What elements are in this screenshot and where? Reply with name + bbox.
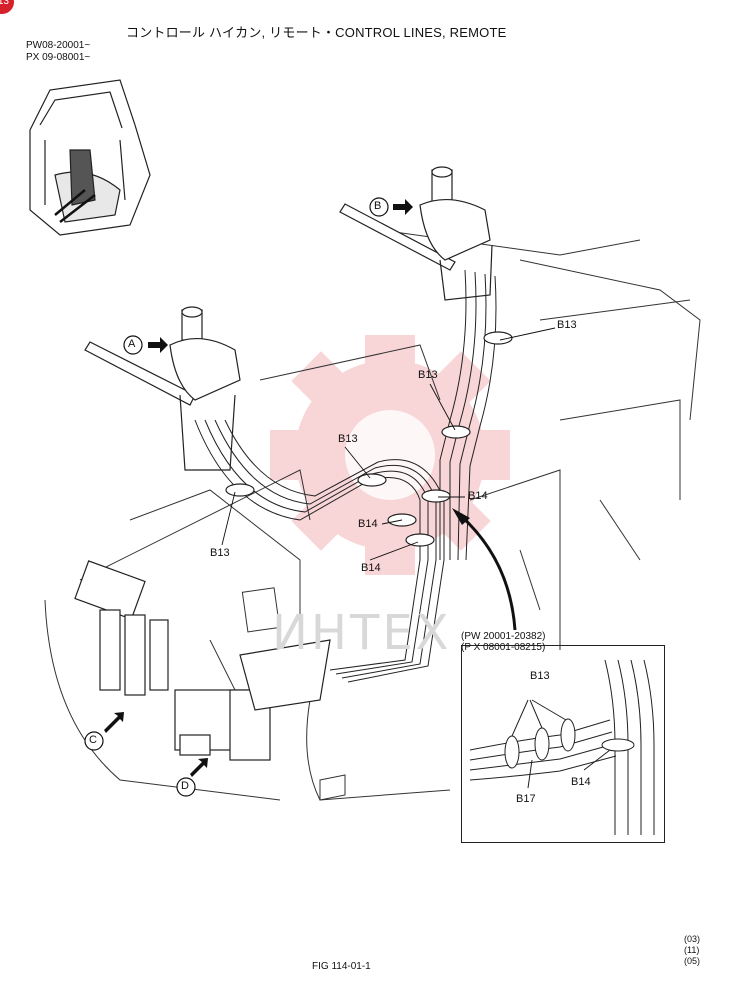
- revision-2: (11): [684, 945, 700, 955]
- lever-b: [339, 166, 493, 301]
- revision-3: (05): [684, 956, 701, 966]
- view-b-circle: [369, 197, 389, 217]
- view-b-label: B: [374, 200, 382, 212]
- callout-b14-c: B14: [361, 562, 381, 574]
- callout-b13-left-top: B13: [338, 433, 358, 445]
- machine-thumbnail: [29, 79, 151, 236]
- lever-a: [84, 306, 241, 471]
- view-d-arrow: [190, 758, 208, 777]
- inset-pointer-arrowhead: [452, 508, 470, 525]
- callout-b14-b: B14: [358, 518, 378, 530]
- serial-range-pw: PW08-20001~: [26, 40, 91, 51]
- figure-label: FIG 114-01-1: [312, 961, 371, 972]
- view-c-circle: [84, 731, 104, 751]
- watermark-gear: [270, 335, 510, 575]
- view-d-label: D: [181, 780, 189, 792]
- view-a-arrow: [148, 337, 168, 353]
- control-valve-assembly: [74, 560, 331, 761]
- view-c-label: C: [89, 734, 97, 746]
- view-a-label: A: [128, 338, 136, 350]
- inset-range-pw: (PW 20001-20382): [461, 631, 546, 642]
- serial-range-px: PX 09-08001~: [26, 52, 91, 63]
- watermark-text: ИНТЕХ: [272, 605, 452, 661]
- view-a-circle: [123, 335, 143, 355]
- view-b-arrow: [393, 199, 413, 215]
- page-title: コントロール ハイカン, リモート・CONTROL LINES, REMOTE: [126, 25, 507, 40]
- callout-b13-mid: B13: [418, 369, 438, 381]
- inset-callout-b14: B14: [571, 776, 591, 788]
- callout-b13-right: B13: [557, 319, 577, 331]
- view-c-arrow: [104, 712, 124, 733]
- inset-drawing: [469, 659, 655, 835]
- callout-b13-left-bottom: B13: [210, 547, 230, 559]
- inset-callout-b13: B13: [530, 670, 550, 682]
- inset-callout-b17: B17: [516, 793, 536, 805]
- inset-range-px: (P X 08001-08215): [461, 642, 546, 653]
- revision-1: (03): [684, 934, 701, 944]
- callout-b14-a: B14: [468, 490, 488, 502]
- leader-lines: [221, 327, 556, 561]
- view-d-circle: [176, 777, 196, 797]
- inset-detail-box: [461, 645, 665, 843]
- inset-pointer-arrow: [458, 513, 517, 631]
